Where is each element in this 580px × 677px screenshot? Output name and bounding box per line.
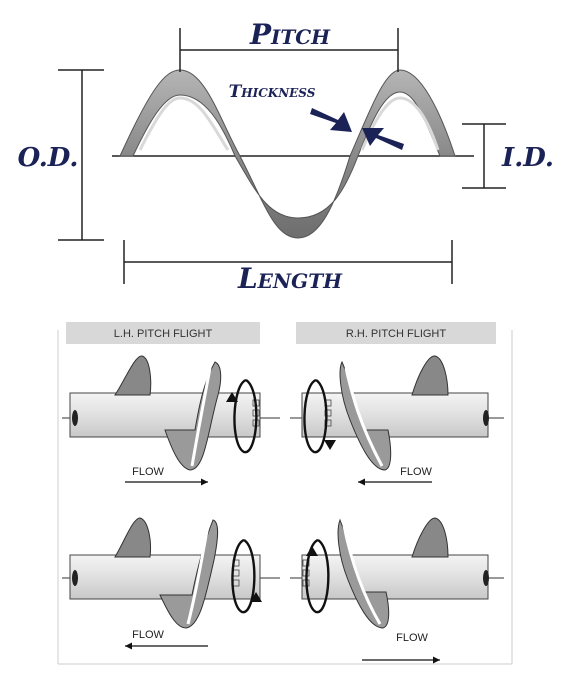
rotation-arrow-icon	[233, 378, 258, 454]
thickness-arrow-right-icon	[362, 128, 404, 150]
rh-header-label: R.H. PITCH FLIGHT	[346, 328, 447, 340]
shaft-end	[72, 410, 78, 426]
flight-panel-rh-top: FLOW	[290, 355, 504, 486]
flight-crest-highlight	[138, 96, 230, 151]
rh-header-box	[296, 322, 496, 344]
shaft	[69, 554, 261, 600]
flight-blade-edge	[186, 525, 210, 625]
flight-crest-highlight	[360, 96, 440, 151]
shaft	[301, 392, 489, 438]
length-label: Length	[237, 262, 343, 295]
shaft-end	[483, 570, 489, 586]
id-label: I.D.	[501, 143, 554, 173]
flow-label: FLOW	[132, 466, 164, 478]
flight-panel-lh-bottom: FLOW	[62, 517, 280, 650]
shaft	[301, 554, 489, 600]
thickness-arrow-left-icon	[310, 108, 352, 132]
rotation-arrow-icon	[305, 538, 330, 614]
shaft-end	[483, 410, 489, 426]
flight-panel-lh-top: FLOW	[62, 355, 280, 486]
rotation-arrow-icon	[303, 378, 328, 454]
lh-header-label: L.H. PITCH FLIGHT	[114, 328, 213, 340]
shaft-end	[72, 570, 78, 586]
flight-profile-diagram: Pitch Thickness O.D. I.D. Length	[18, 18, 554, 295]
pitch-label: Pitch	[249, 18, 331, 51]
flight-blade	[411, 355, 449, 396]
flight-blade	[114, 517, 151, 558]
flight-blade-edge	[342, 525, 382, 625]
flight-blade	[114, 355, 152, 396]
rotation-arrow-icon	[231, 538, 256, 614]
pitch-flight-panels: L.H. PITCH FLIGHT R.H. PITCH FLIGHT FLOW	[57, 322, 513, 665]
lh-header-box	[66, 322, 260, 344]
flight-panel-rh-bottom: FLOW	[290, 517, 504, 664]
thickness-label: Thickness	[229, 82, 316, 102]
flight-profile-band	[119, 69, 456, 239]
flow-label: FLOW	[400, 466, 432, 478]
flight-blade-edge	[190, 367, 212, 467]
flow-label: FLOW	[396, 632, 428, 644]
flight-blade-edge	[344, 367, 384, 467]
od-label: O.D.	[18, 143, 79, 173]
flow-label: FLOW	[132, 629, 164, 641]
flight-blade	[411, 517, 449, 558]
